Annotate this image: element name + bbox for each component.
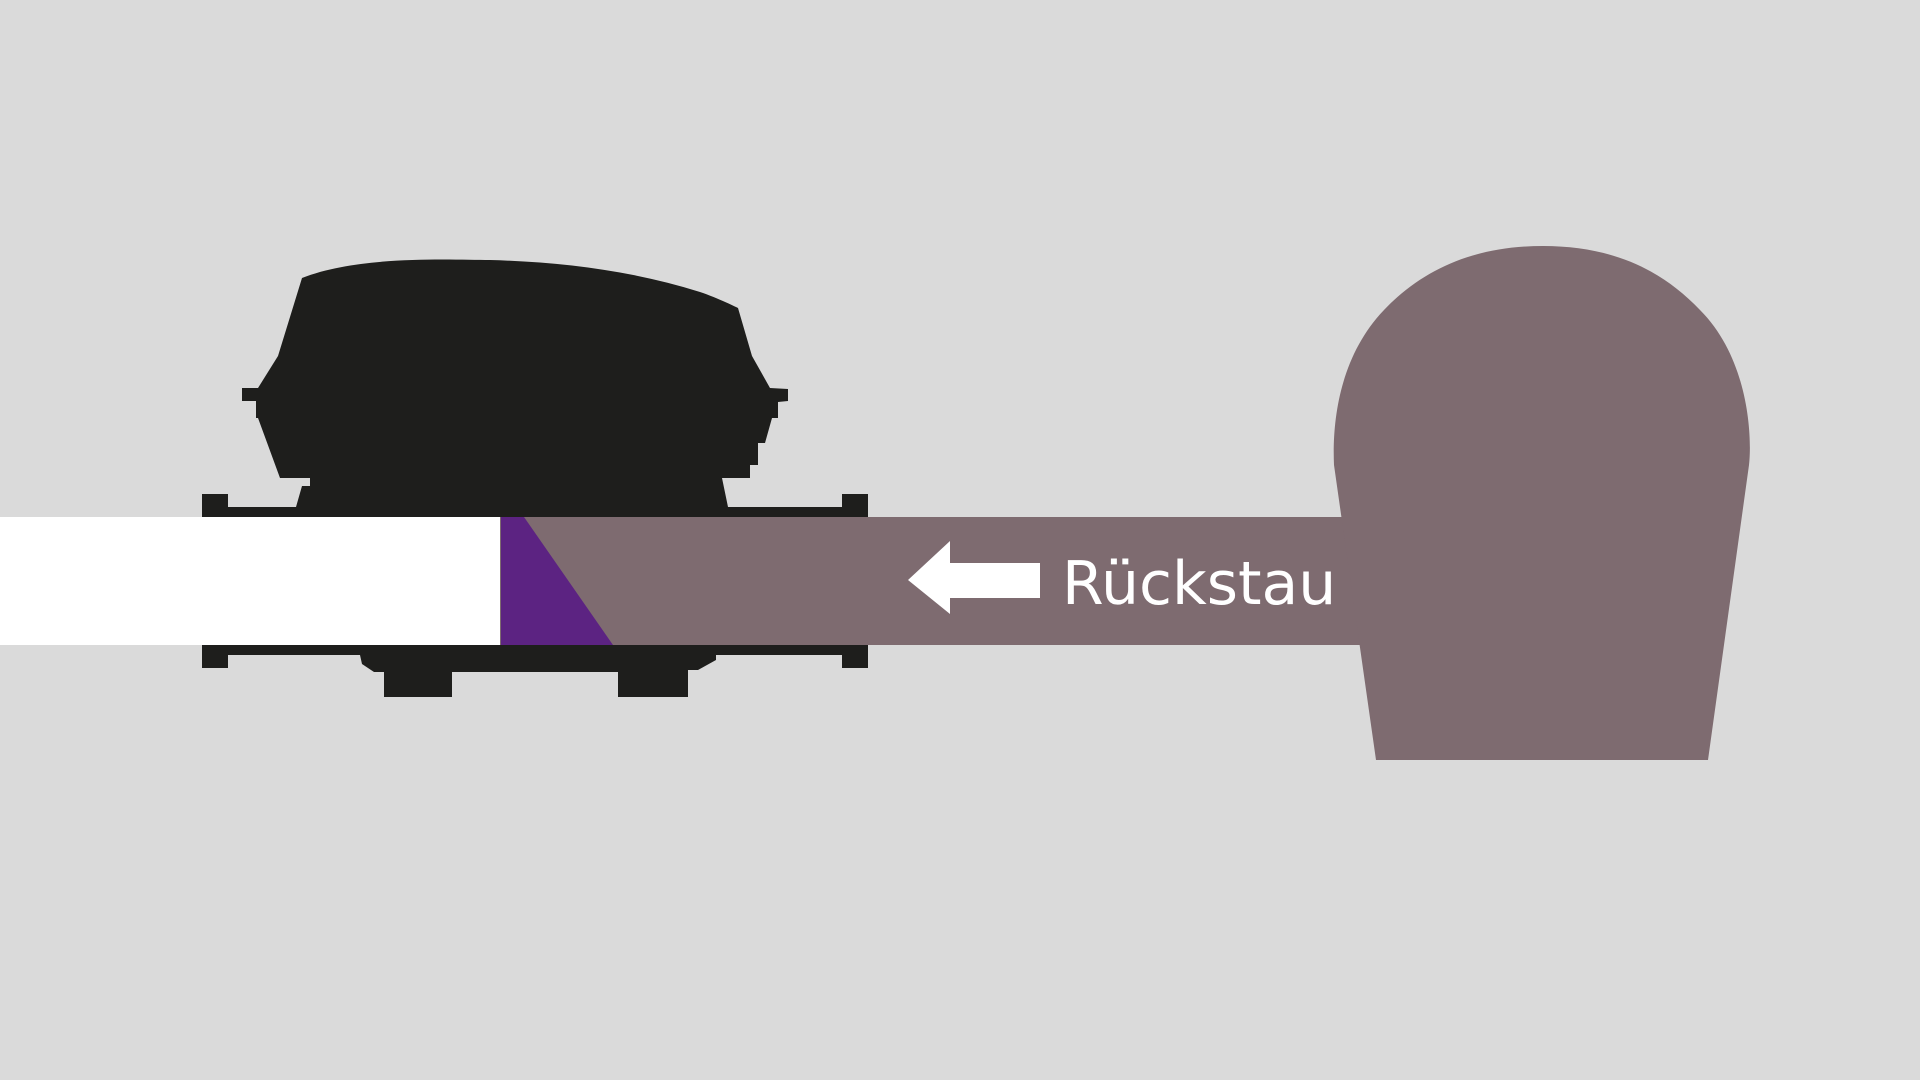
backflow-valve-icon (202, 259, 868, 697)
backwater-zone (500, 246, 1750, 760)
backwater-label: Rückstau (1062, 549, 1336, 619)
arrow-left-icon (908, 541, 1040, 614)
manhole-shaft-icon (1333, 246, 1750, 760)
outlet-pipe-free (0, 517, 502, 645)
closed-flap (501, 517, 613, 645)
